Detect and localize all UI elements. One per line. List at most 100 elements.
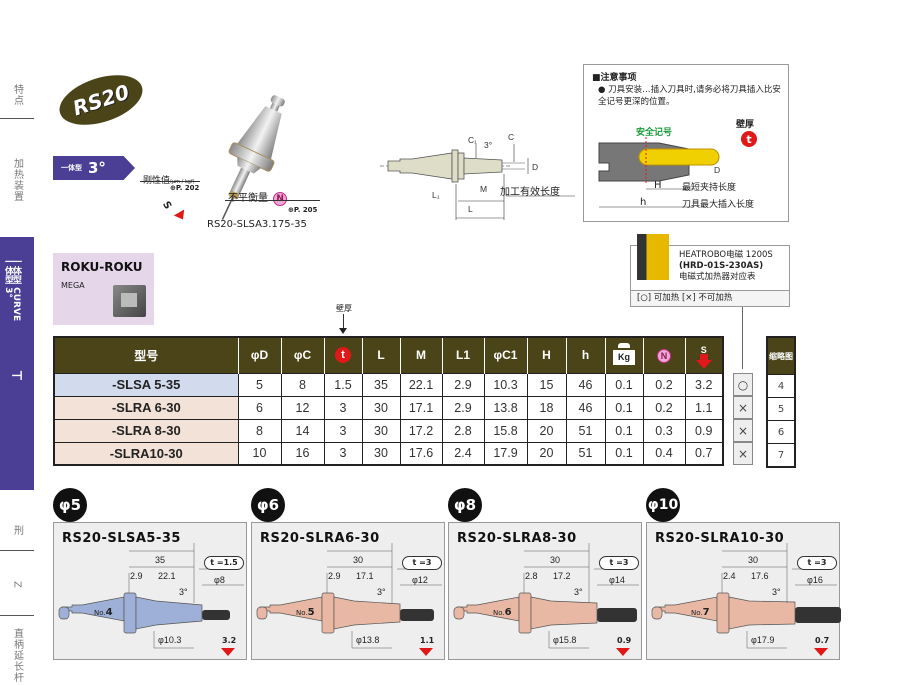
- rigidity-value: 3.2: [222, 636, 237, 645]
- holder-nose: [135, 596, 203, 630]
- wall-pointer-line: [343, 314, 344, 330]
- sketch-number: No.4: [94, 607, 113, 618]
- col-d: φD: [237, 337, 281, 373]
- diameter-badge: φ6: [251, 488, 285, 522]
- rigidity-s-symbol: S: [160, 199, 174, 212]
- value-cell: 46: [565, 372, 606, 397]
- sketch-panel: RS20-SLRA8-30 30 2.8 17.2 t =3 φ14 3° No…: [448, 522, 642, 660]
- nav-item-straight-shank[interactable]: 直柄延长杆: [11, 627, 23, 683]
- machine-icon: [113, 285, 146, 317]
- value-cell: 2.9: [441, 372, 485, 397]
- rigidity-value: 0.7: [815, 636, 830, 645]
- value-cell: 0.9: [684, 418, 724, 443]
- sketch-header: 缩略图: [768, 338, 794, 374]
- sketch-number: No.5: [296, 607, 315, 618]
- panel-title: RS20-SLRA10-30: [655, 531, 785, 546]
- tool-shank: [400, 609, 434, 621]
- value-cell: 35: [361, 372, 401, 397]
- value-cell: 3.2: [684, 372, 724, 397]
- dim-c: φ16: [807, 575, 823, 585]
- value-cell: 6: [237, 395, 282, 420]
- spec-table: 型号 φD φC t L M L1 φC1 H h Kg N S -SLSA 5…: [53, 336, 724, 466]
- value-cell: 2.8: [441, 418, 485, 443]
- value-cell: 13.8: [483, 395, 528, 420]
- wall-thickness-badge: t =1.5: [204, 556, 244, 570]
- dim-c: φ8: [214, 575, 225, 585]
- holder-sketch: [651, 543, 841, 649]
- type-tag: 一体型 3°: [53, 156, 135, 180]
- model-cell: -SLRA 8-30: [53, 418, 239, 443]
- sketch-ref-link[interactable]: 4: [768, 374, 794, 397]
- value-cell: 16: [280, 441, 325, 466]
- value-cell: 20: [526, 418, 567, 443]
- value-cell: 8: [280, 372, 325, 397]
- rigidity-arrow-icon: [814, 648, 828, 656]
- dim-c1: φ17.9: [751, 635, 775, 645]
- value-cell: 10: [237, 441, 282, 466]
- unbalance-ref-link[interactable]: ⊕P. 205: [288, 206, 318, 214]
- nav-divider: [0, 118, 34, 119]
- wall-pointer-label: 壁厚: [336, 304, 352, 313]
- sketch-ref-link[interactable]: 7: [768, 443, 794, 466]
- sketch-panel: RS20-SLRA6-30 30 2.9 17.1 t =3 φ12 3° No…: [251, 522, 445, 660]
- machine-brand: ROKU-ROKU: [61, 260, 143, 274]
- tool-shank: [795, 607, 841, 623]
- tool-shank: [202, 610, 230, 620]
- nav-item-heating[interactable]: 加热装置: [11, 158, 23, 202]
- value-cell: 10.3: [483, 372, 528, 397]
- nav-item-integral-active[interactable]: 一体型 CURVE 一体型 3° ⊣: [0, 237, 34, 490]
- value-cell: 18: [526, 395, 567, 420]
- nav-3deg-label: 一体型 3°: [3, 257, 13, 298]
- holder-sketch: [256, 543, 442, 649]
- pull-stud: [58, 606, 70, 620]
- heatrobo-box: HEATROBO电磁 1200S (HRD-01S-230AS) 电磁式加热器对…: [630, 234, 790, 307]
- sketch-ref-link[interactable]: 5: [768, 397, 794, 420]
- value-cell: 3: [323, 395, 363, 420]
- value-cell: 0.1: [604, 441, 644, 466]
- value-cell: 0.7: [684, 441, 724, 466]
- unbalance-label: 不平衡量 N: [228, 186, 288, 206]
- rigidity-underline: [140, 181, 200, 182]
- t-icon: t: [335, 347, 351, 364]
- flange: [716, 592, 730, 634]
- sketch-panel: RS20-SLRA10-30 30 2.4 17.6 t =3 φ16 3° N…: [646, 522, 841, 660]
- panel-title: RS20-SLSA5-35: [62, 531, 181, 546]
- value-cell: 1.1: [684, 395, 724, 420]
- value-cell: 17.6: [399, 441, 443, 466]
- dim-c: C: [508, 132, 514, 142]
- col-l: L: [361, 337, 400, 373]
- dim-m: 17.1: [356, 571, 374, 581]
- value-cell: 20: [526, 441, 567, 466]
- dim-c1: C₁: [468, 135, 477, 145]
- dim-c: φ14: [609, 575, 625, 585]
- rigidity-arrow-icon: [616, 648, 630, 656]
- sketch-number: No.6: [493, 607, 512, 618]
- dim-l: 30: [550, 555, 561, 565]
- dim-l1: 2.8: [525, 571, 538, 581]
- value-cell: 0.2: [642, 372, 686, 397]
- panel-title: RS20-SLRA8-30: [457, 531, 577, 546]
- series-badge: RS20: [53, 65, 149, 135]
- nav-item-features[interactable]: 特点: [11, 84, 23, 106]
- holder-nose: [333, 596, 401, 630]
- col-unbalance: N: [642, 337, 685, 373]
- flange: [321, 592, 335, 634]
- rigidity-ref-link[interactable]: ⊕P. 202: [170, 184, 200, 192]
- dim-angle: 3°: [772, 587, 781, 597]
- value-cell: 30: [361, 418, 401, 443]
- nav-item-z[interactable]: Z: [11, 581, 23, 589]
- value-cell: 51: [565, 441, 606, 466]
- wall-t-icon: t: [741, 131, 757, 147]
- col-t: t: [323, 337, 362, 373]
- curve-icon: ⊣: [11, 369, 23, 384]
- dim-l: 35: [155, 555, 166, 565]
- col-h-upper: H: [526, 337, 566, 373]
- col-c: φC: [280, 337, 324, 373]
- sketch-ref-link[interactable]: 6: [768, 420, 794, 443]
- value-cell: 0.4: [642, 441, 686, 466]
- nav-item-4[interactable]: 刑: [11, 524, 23, 536]
- value-cell: 30: [361, 441, 401, 466]
